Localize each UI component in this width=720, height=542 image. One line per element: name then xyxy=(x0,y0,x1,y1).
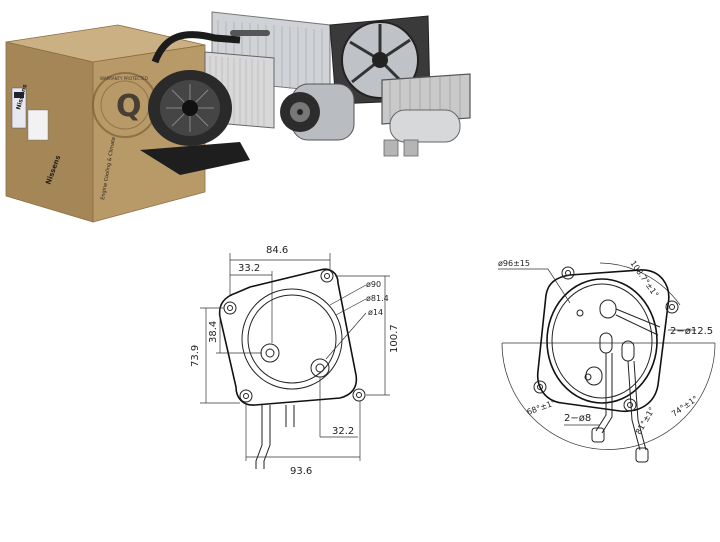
blower-motor-image xyxy=(140,70,250,175)
port-circle xyxy=(260,343,280,363)
dim-right-height: 100.7 xyxy=(389,324,400,353)
product-collage: Q Nissens Nissens Engine Cooling & Clima… xyxy=(5,11,471,223)
dim-dia-81: ø81.4 xyxy=(366,294,389,303)
bolt-hole xyxy=(320,269,334,283)
compressor-image xyxy=(280,83,355,141)
bolt-hole xyxy=(223,301,237,315)
cooler-core-ellipse xyxy=(546,278,658,404)
hose-image xyxy=(151,31,241,64)
dim-two-dia-8: 2−ø8 xyxy=(564,413,591,424)
technical-drawing-right: ø96±15 108.7°±1° 2−ø12.5 2−ø8 68°±1° 81°… xyxy=(498,259,716,463)
port-circle xyxy=(310,358,330,378)
box-emblem-letter: Q xyxy=(116,89,142,124)
dim-offset-top: 33.2 xyxy=(238,263,260,274)
technical-drawing-left: 84.6 33.2 ø90 ø81.4 ø14 38.4 73.9 100.7 … xyxy=(190,245,400,477)
cooler-body-outline xyxy=(536,269,670,412)
bolt-hole xyxy=(239,389,253,403)
receiver-drier-image xyxy=(383,109,461,157)
dim-bottom-width: 93.6 xyxy=(290,466,312,477)
dim-dia-14: ø14 xyxy=(368,308,383,317)
box-circle-text: WARRANTY PROTECTED xyxy=(100,76,148,81)
outer-seal-circle xyxy=(241,288,343,390)
flange-outline xyxy=(218,268,358,406)
dim-bottom-offset: 32.2 xyxy=(332,426,354,437)
dim-arc-top: 108.7°±1° xyxy=(628,259,660,299)
inner-seal-circle xyxy=(247,294,337,384)
dim-dia-90: ø90 xyxy=(366,280,381,289)
dim-top-width: 84.6 xyxy=(266,245,288,256)
dim-dia-96: ø96±15 xyxy=(498,259,530,268)
dim-angle-left: 68°±1° xyxy=(526,398,557,417)
bolt-hole xyxy=(352,388,366,402)
dim-left-total: 73.9 xyxy=(190,345,201,367)
dim-angle-right: 74°±1° xyxy=(670,394,700,419)
dim-left-small: 38.4 xyxy=(208,321,219,343)
dim-two-dia-125: 2−ø12.5 xyxy=(670,326,713,337)
